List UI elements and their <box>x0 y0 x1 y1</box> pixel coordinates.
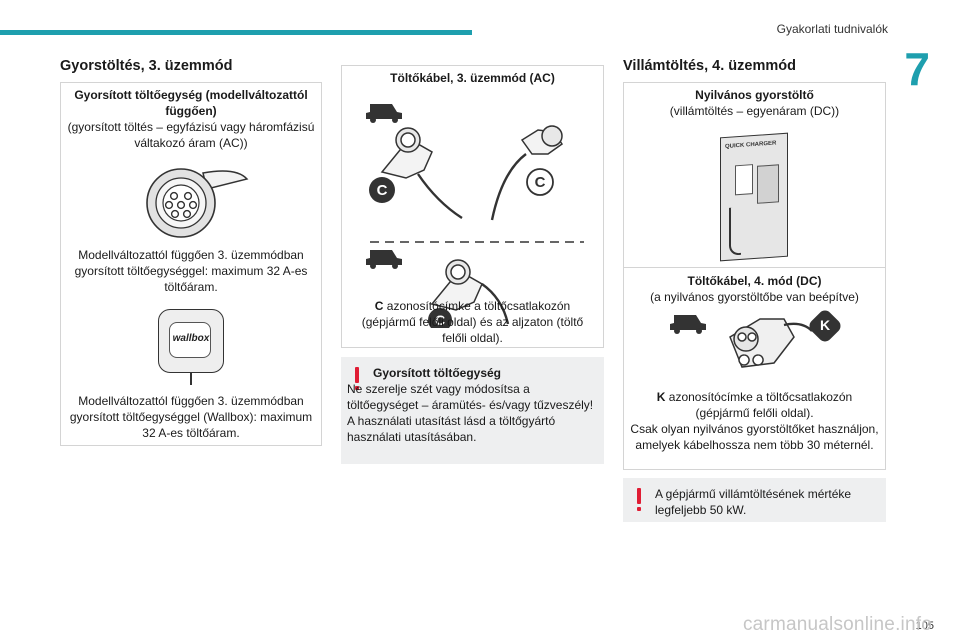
label-c-dark-1 <box>369 177 395 203</box>
car-icon <box>366 104 402 123</box>
mode3-cable-illustration: C C <box>366 104 584 243</box>
mode3-cable-heading: Töltőkábel, 3. üzemmód (AC) <box>390 71 555 85</box>
mode3-caption: C azonosítócímke a töltőcsatlakozón (gép… <box>348 298 597 346</box>
warning-content: Gyorsított töltőegység <box>373 365 596 381</box>
caption-letter: C <box>374 299 384 313</box>
warning-box-dc: A gépjármű villámtöltésének mértéke legf… <box>623 478 886 522</box>
wallbox-logo: wallbox <box>172 333 210 344</box>
dc-cable-caption: K azonosítócímke a töltőcsatlakozón (gép… <box>630 389 879 421</box>
accelerated-charger-box: Gyorsított töltőegység (modellváltozattó… <box>60 82 322 446</box>
warning-icon <box>635 488 643 511</box>
warning-text: Ne szerelje szét vagy módosítsa a töltőe… <box>347 382 594 444</box>
header-accent-bar <box>0 30 472 35</box>
quick-charger-label: QUICK CHARGER <box>725 140 777 151</box>
wallbox-cable <box>190 373 192 385</box>
dc-charger-box: Nyilvános gyorstöltő (villámtöltés – egy… <box>623 82 886 470</box>
mode3-cable-illustration-lower <box>366 250 510 328</box>
socket-caption: Modellváltozattól függően 3. üzemmódban … <box>74 248 308 294</box>
warning-text: A gépjármű villámtöltésének mértéke legf… <box>655 487 852 517</box>
caption-letter: K <box>656 390 666 404</box>
svg-text:C: C <box>377 182 388 199</box>
label-c-dark-2: C <box>434 312 446 328</box>
quick-charger-holster <box>757 164 779 204</box>
wallbox-caption: Modellváltozattól függően 3. üzemmódban … <box>69 394 313 440</box>
mode3-cable-box: Töltőkábel, 3. üzemmód (AC) C C <box>341 65 604 348</box>
page-number: 105 <box>915 620 934 632</box>
quick-charger-screen <box>735 164 753 196</box>
car-icon <box>670 315 706 334</box>
wallbox-panel <box>169 322 211 358</box>
chapter-number: 7 <box>904 43 930 95</box>
socket-illustration <box>146 168 249 238</box>
quick-charger-illustration: QUICK CHARGER <box>720 132 788 262</box>
quick-charger-cable <box>729 206 741 256</box>
caption-text: azonosítócímke a töltőcsatlakozón (gépjá… <box>361 299 584 345</box>
label-c-light <box>526 168 554 196</box>
accelerated-charger-subheading: (gyorsított töltés – egyfázisú vagy háro… <box>67 120 315 150</box>
section-label: Gyakorlati tudnivalók <box>776 22 888 36</box>
accelerated-charger-heading: Gyorsított töltőegység (modellváltozattó… <box>74 88 308 118</box>
watermark: carmanualsonline.info <box>742 614 932 635</box>
dc-cable-caption2: Csak olyan nyilvános gyorstöltőket haszn… <box>630 422 879 452</box>
svg-text:C: C <box>535 174 546 191</box>
dc-cable-subheading: (a nyilvános gyorstöltőbe van beépítve) <box>650 290 859 304</box>
column1-title: Gyorstöltés, 3. üzemmód <box>60 58 233 74</box>
column3-title: Villámtöltés, 4. üzemmód <box>623 58 796 74</box>
dc-box-divider <box>624 267 885 268</box>
warning-box-charger: Gyorsított töltőegység Ne szerelje szét … <box>341 357 604 464</box>
warning-icon <box>353 367 361 390</box>
wallbox-illustration: wallbox <box>158 309 224 373</box>
label-k-dark: K <box>819 317 831 333</box>
dc-charger-heading: Nyilvános gyorstöltő <box>695 88 814 102</box>
caption-text: azonosítócímke a töltőcsatlakozón (gépjá… <box>668 390 853 420</box>
warning-title: Gyorsított töltőegység <box>373 366 502 380</box>
dc-cable-illustration <box>670 310 841 368</box>
dc-cable-heading: Töltőkábel, 4. mód (DC) <box>687 274 822 288</box>
dc-charger-subheading: (villámtöltés – egyenáram (DC)) <box>669 104 840 118</box>
